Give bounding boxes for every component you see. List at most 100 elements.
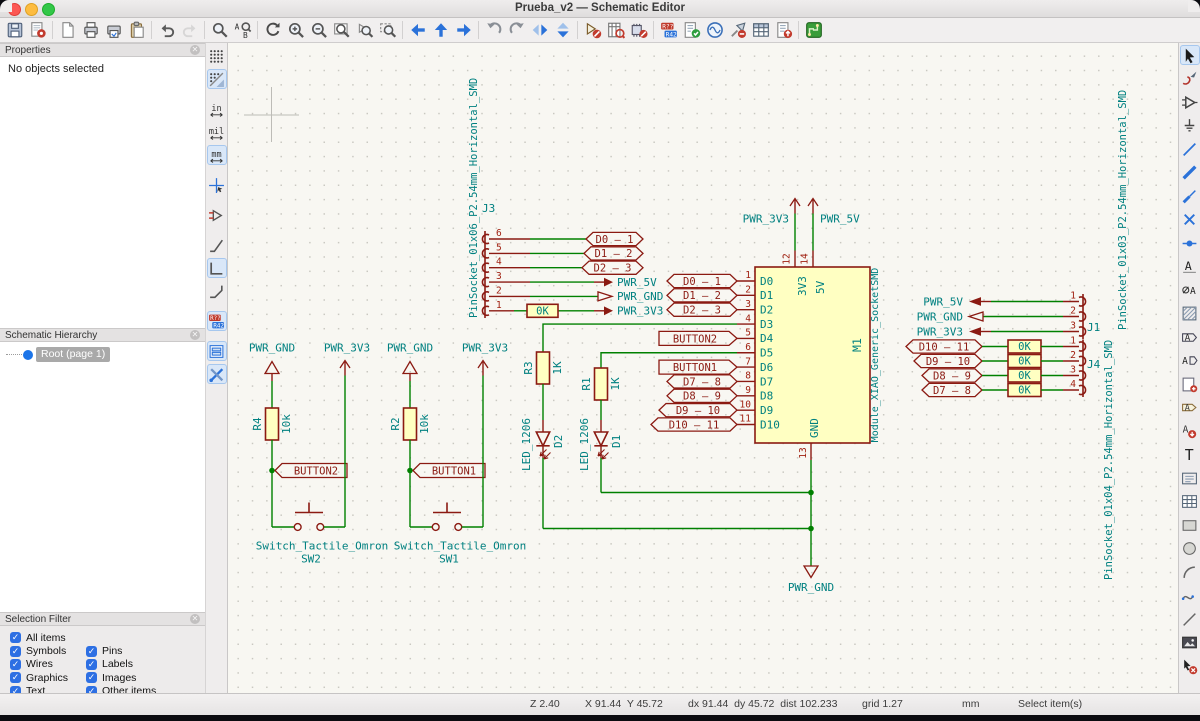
filter-pins[interactable]: ✓Pins <box>86 645 123 658</box>
annotate-icon[interactable]: R??R42 <box>206 311 227 331</box>
module-m1[interactable]: M1 Module_XIAO_Generic_SocketSMD 1 2 3 4… <box>737 250 881 461</box>
add-circle-icon[interactable] <box>1180 539 1200 559</box>
schematic-setup-icon[interactable] <box>26 18 49 41</box>
hierarchy-root-item[interactable]: Root (page 1) <box>0 342 205 362</box>
power-pwr3v3-top[interactable]: PWR_3V3 <box>743 197 801 251</box>
add-symbol-icon[interactable] <box>1180 92 1200 112</box>
hier-label-icon[interactable]: A <box>1180 351 1200 371</box>
global-label-d1[interactable]: D1 – 2 <box>583 246 644 261</box>
checkbox-checked-icon[interactable]: ✓ <box>10 658 21 670</box>
bom-icon[interactable] <box>772 18 795 41</box>
global-label-d0[interactable]: D0 – 1 <box>585 231 644 247</box>
unit-mm-icon[interactable]: mm <box>206 145 227 165</box>
symbol-edit-icon[interactable] <box>581 18 604 41</box>
jumper-0k-j3[interactable]: 0K <box>526 303 559 319</box>
pcbnew-icon[interactable] <box>802 18 825 41</box>
highlight-net-icon[interactable] <box>1180 69 1200 89</box>
global-label-d0-m1[interactable]: D0 – 1 <box>666 273 738 289</box>
checkbox-checked-icon[interactable]: ✓ <box>86 672 97 684</box>
close-icon[interactable]: ✕ <box>190 614 200 624</box>
checkbox-checked-icon[interactable]: ✓ <box>86 658 97 670</box>
power-label-pwrgnd-j1[interactable]: PWR_GND <box>917 310 1063 323</box>
global-label-d10-m1[interactable]: D10 – 11 <box>650 417 738 432</box>
add-rect-icon[interactable] <box>1180 515 1200 535</box>
net-class-icon[interactable]: A <box>1180 280 1200 300</box>
connector-j1[interactable]: PinSocket_01x03_P2.54mm_Horizontal_SMD J… <box>1063 90 1129 339</box>
sheet-pin-icon[interactable]: A <box>1180 398 1200 418</box>
filter-other-items[interactable]: ✓Other items <box>86 685 156 693</box>
add-line-icon[interactable] <box>1180 609 1200 629</box>
simulator-icon[interactable] <box>703 18 726 41</box>
text-box-icon[interactable] <box>1180 468 1200 488</box>
minimize-window-button[interactable] <box>25 3 38 16</box>
global-label-d8-m1[interactable]: D8 – 9 <box>666 388 738 404</box>
j4-row-d10[interactable]: D10 – 11 0K <box>905 339 1063 354</box>
zoom-in-icon[interactable] <box>284 18 307 41</box>
add-bus-entry-icon[interactable] <box>1180 186 1200 206</box>
global-label-icon[interactable]: A <box>1180 327 1200 347</box>
checkbox-checked-icon[interactable]: ✓ <box>10 645 21 657</box>
label-button1-m1[interactable]: BUTTON1 <box>658 359 738 375</box>
global-label-d9-m1[interactable]: D9 – 10 <box>658 402 738 418</box>
erc-icon[interactable] <box>680 18 703 41</box>
gnd-net[interactable]: PWR_GND <box>543 460 834 594</box>
junction-icon[interactable] <box>1180 233 1200 253</box>
j4-row-d7[interactable]: D7 – 8 0K <box>921 382 1063 398</box>
global-label-d1-m1[interactable]: D1 – 2 <box>666 288 738 303</box>
power-label-pwr3v3-j1[interactable]: PWR_3V3 <box>917 325 1063 338</box>
add-power-icon[interactable] <box>1180 116 1200 136</box>
checkbox-checked-icon[interactable]: ✓ <box>10 672 21 684</box>
led-d1[interactable]: LED_1206 D1 <box>578 400 623 493</box>
new-page-icon[interactable] <box>56 18 79 41</box>
add-text-icon[interactable]: T <box>1180 445 1200 465</box>
properties-tools-icon[interactable] <box>206 364 227 384</box>
add-label-icon[interactable]: A <box>1180 257 1200 277</box>
filter-symbols[interactable]: ✓Symbols <box>10 645 67 658</box>
print-icon[interactable] <box>79 18 102 41</box>
rotate-cw-icon[interactable] <box>505 18 528 41</box>
save-icon[interactable] <box>3 18 26 41</box>
circuit-r2-sw1[interactable]: PWR_GND R2 10k BUTTON1 PWR_3V3 Switch_Ta… <box>387 342 526 566</box>
nav-back-icon[interactable] <box>406 18 429 41</box>
symbol-fields-table-icon[interactable] <box>604 18 627 41</box>
hv-lines-icon[interactable] <box>206 258 227 278</box>
free-angle-icon[interactable] <box>207 235 227 255</box>
global-label-d2[interactable]: D2 – 3 <box>581 260 644 275</box>
zoom-fit-icon[interactable] <box>330 18 353 41</box>
add-table-icon[interactable] <box>1180 492 1200 512</box>
no-connect-icon[interactable] <box>1180 210 1200 230</box>
filter-graphics[interactable]: ✓Graphics <box>10 671 69 684</box>
connector-j3[interactable]: PinSocket_01x06_P2.54mm_Horizontal_SMD J… <box>468 78 530 318</box>
hierarchy-root-label[interactable]: Root (page 1) <box>36 347 111 362</box>
add-bezier-icon[interactable] <box>1180 586 1200 606</box>
add-arc-icon[interactable] <box>1180 562 1200 582</box>
circuit-r4-sw2[interactable]: PWR_GND R4 10k BUTTON2 PWR_3V3 Switch_Ta… <box>249 342 388 566</box>
hierarchy-nav-icon[interactable] <box>206 341 227 361</box>
j4-row-d8[interactable]: D8 – 9 0K <box>921 368 1063 383</box>
power-label-pwrgnd-j3[interactable]: PWR_GND <box>597 290 663 303</box>
hidden-pins-icon[interactable] <box>207 205 227 225</box>
schematic-canvas[interactable]: PinSocket_01x06_P2.54mm_Horizontal_SMD J… <box>228 43 1178 693</box>
filter-labels[interactable]: ✓Labels <box>86 658 133 671</box>
led-d2[interactable]: LED_1206 D2 <box>520 384 565 529</box>
mirror-h-icon[interactable] <box>528 18 551 41</box>
add-image-icon[interactable] <box>1180 633 1200 653</box>
select-icon[interactable] <box>1179 45 1200 65</box>
annotate-icon[interactable]: R??R42 <box>657 18 680 41</box>
line-45-icon[interactable] <box>207 281 227 301</box>
rotate-ccw-icon[interactable] <box>482 18 505 41</box>
plot-icon[interactable] <box>102 18 125 41</box>
grid-override-icon[interactable] <box>206 69 227 89</box>
probe-icon[interactable] <box>726 18 749 41</box>
power-label-pwr5v-j1[interactable]: PWR_5V <box>923 295 1063 308</box>
label-button2-m1[interactable]: BUTTON2 <box>658 330 738 347</box>
import-sheet-pin-icon[interactable]: A <box>1180 421 1200 441</box>
connector-j4[interactable]: PinSocket_01x04_P2.54mm_Horizontal_SMD J… <box>1063 336 1115 581</box>
filter-text[interactable]: ✓Text <box>10 685 86 693</box>
grid-dots-icon[interactable] <box>207 46 227 66</box>
rule-area-icon[interactable] <box>1180 304 1200 324</box>
wires-j3[interactable] <box>514 238 598 312</box>
checkbox-checked-icon[interactable]: ✓ <box>86 685 97 693</box>
delete-tool-icon[interactable] <box>1180 656 1200 676</box>
